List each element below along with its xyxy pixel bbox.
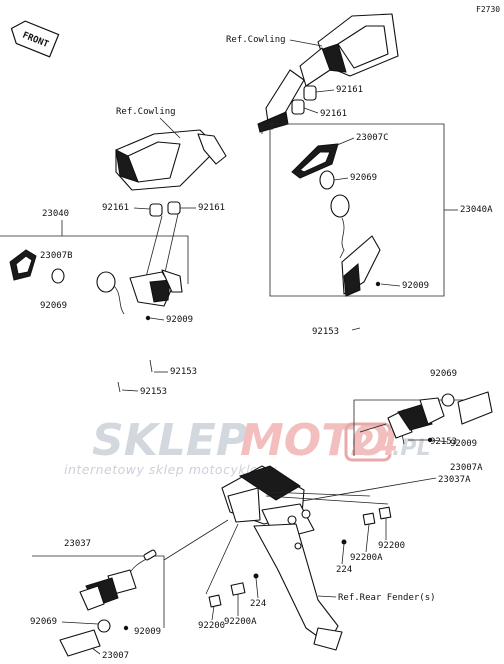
label-92161-b: 92161: [320, 109, 347, 119]
lens-23007A: [457, 391, 493, 425]
nut-92200-left: [208, 594, 222, 608]
screw-92153-right-a: [351, 327, 361, 331]
bulb-92069-rear-left: [97, 619, 111, 633]
signal-housing-left: [96, 269, 183, 315]
label-92161-a: 92161: [336, 85, 363, 95]
label-92069-a: 92069: [430, 369, 457, 379]
screw-92009-rear-right: [427, 437, 433, 443]
watermark-tagline: internetowy sklep motocyklowy: [64, 462, 277, 477]
left-mirror-assembly: [115, 129, 227, 191]
label-92069-b: 92069: [40, 301, 67, 311]
label-ref-cowling-top: Ref.Cowling: [226, 35, 286, 45]
label-92069-c: 92069: [350, 173, 377, 183]
label-92009-rear-left: 92009: [134, 627, 161, 637]
clip-92200A-right: [362, 512, 376, 526]
bracket-23040A: [269, 123, 445, 297]
label-92153-right-b: 92153: [430, 437, 457, 447]
label-23007B: 23007B: [40, 251, 73, 261]
label-92161-d: 92161: [198, 203, 225, 213]
lens-23007C: [291, 143, 339, 179]
screw-92009-rear-left: [123, 625, 129, 631]
rear-signal-right: [359, 397, 445, 439]
clip-92200A-left: [230, 582, 246, 596]
nut-92200-right: [378, 506, 392, 520]
lens-23007: [59, 629, 101, 657]
label-92069-d: 92069: [30, 617, 57, 627]
bracket-23040: [0, 235, 189, 284]
screw-92009-right: [375, 281, 381, 287]
screw-224-left: [253, 573, 259, 579]
label-23040A: 23040A: [460, 205, 493, 215]
label-224-a: 224: [336, 565, 352, 575]
label-92200-b: 92200: [198, 621, 225, 631]
rear-fender: [221, 465, 343, 651]
watermark-brand-left: SKLEP: [92, 415, 248, 466]
bulb-92069-right: [319, 170, 335, 190]
label-23037: 23037: [64, 539, 91, 549]
label-23007A: 23007A: [450, 463, 483, 473]
screw-224-right: [341, 539, 347, 545]
watermark-badge: 24: [351, 424, 398, 464]
watermark: SKLEP MOTO 24 .PL internetowy sklep moto…: [64, 415, 431, 477]
screw-92153-left-b: [117, 381, 121, 393]
grommet-92161-right: [291, 85, 317, 115]
label-23037A: 23037A: [438, 475, 471, 485]
label-92153-right-a: 92153: [312, 327, 339, 337]
bulb-92069-left: [51, 268, 65, 284]
grommet-92161-left: [149, 201, 181, 217]
screw-92009-left: [145, 315, 151, 321]
signal-housing-right: [330, 194, 381, 297]
front-arrow-badge: FRONT: [10, 20, 60, 58]
label-92153-left-a: 92153: [170, 367, 197, 377]
screw-92153-left-a: [149, 359, 153, 373]
watermark-badge-frame: [344, 422, 392, 462]
label-224-b: 224: [250, 599, 266, 609]
label-ref-cowling-left: Ref.Cowling: [116, 107, 176, 117]
figure-code: F2730: [476, 5, 500, 14]
right-mirror-assembly: [257, 13, 399, 134]
rear-signal-left: [79, 549, 157, 611]
label-92009-right: 92009: [402, 281, 429, 291]
label-92161-c: 92161: [102, 203, 129, 213]
label-92009-rear-right: 92009: [450, 439, 477, 449]
label-92009-left: 92009: [166, 315, 193, 325]
label-92200-a: 92200: [378, 541, 405, 551]
label-23007: 23007: [102, 651, 129, 661]
label-23007C: 23007C: [356, 133, 389, 143]
bulb-92069-rear-right: [441, 393, 455, 407]
label-ref-rear-fender: Ref.Rear Fender(s): [338, 593, 436, 603]
label-92153-left-b: 92153: [140, 387, 167, 397]
label-92200A-a: 92200A: [350, 553, 383, 563]
label-23040: 23040: [42, 209, 69, 219]
label-92200A-b: 92200A: [224, 617, 257, 627]
lens-23007B: [9, 249, 37, 281]
bracket-23037: [32, 555, 165, 628]
